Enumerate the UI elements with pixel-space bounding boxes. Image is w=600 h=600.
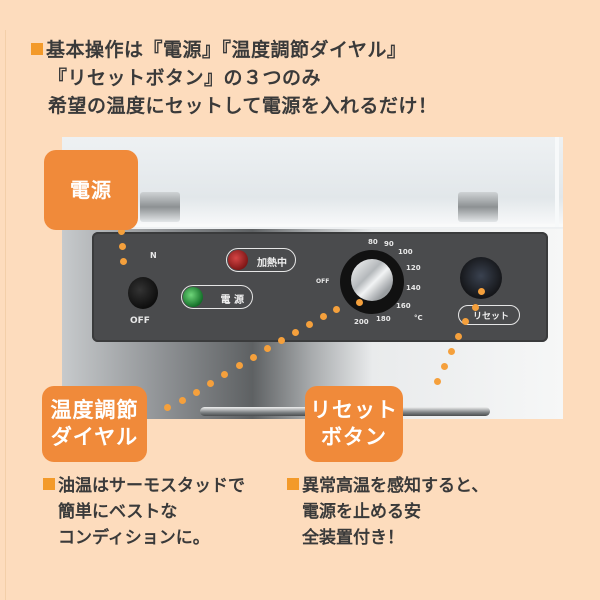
description-dial-line-1: 油温はサーモスタッドで bbox=[43, 473, 245, 499]
leader-dot bbox=[306, 321, 313, 328]
callout-dial-line-1: 温度調節 bbox=[50, 398, 139, 422]
leader-dot bbox=[448, 348, 455, 355]
callout-temperature-dial: 温度調節 ダイヤル bbox=[42, 386, 147, 462]
red-lamp-icon bbox=[228, 250, 248, 270]
leader-dot bbox=[472, 304, 479, 311]
leader-dot bbox=[441, 363, 448, 370]
leader-dot bbox=[455, 333, 462, 340]
temperature-dial[interactable] bbox=[340, 250, 404, 314]
headline-text: 基本操作は『電源』『温度調節ダイヤル』 『リセットボタン』の３つのみ 希望の温度… bbox=[31, 36, 437, 120]
headline-line-3: 希望の温度にセットして電源を入れるだけ！ bbox=[48, 95, 438, 117]
description-dial: 油温はサーモスタッドで 簡単にベストな コンディションに。 bbox=[43, 473, 245, 551]
power-lamp-indicator: 電 源 bbox=[181, 285, 253, 309]
headline-line-1: 基本操作は『電源』『温度調節ダイヤル』 bbox=[31, 36, 437, 64]
dial-scale-100: 100 bbox=[398, 248, 413, 256]
leader-dot bbox=[118, 228, 125, 235]
heating-lamp-indicator: 加熱中 bbox=[226, 248, 296, 272]
headline-line-2: 『リセットボタン』の３つのみ bbox=[48, 67, 322, 89]
lid-edge bbox=[555, 137, 559, 227]
dial-scale-200: 200 bbox=[354, 318, 369, 326]
dial-unit: °C bbox=[414, 314, 423, 322]
description-reset-line-3: 全装置付き！ bbox=[302, 528, 404, 548]
hinge-left bbox=[140, 192, 180, 222]
dial-scale-160: 160 bbox=[396, 302, 411, 310]
callout-dial-line-2: ダイヤル bbox=[50, 425, 139, 449]
leader-dot bbox=[356, 299, 363, 306]
leader-dot bbox=[320, 313, 327, 320]
leader-dot bbox=[434, 378, 441, 385]
control-panel: N OFF 加熱中 電 源 OFF 80 90 100 120 140 160 … bbox=[92, 232, 548, 342]
green-lamp-icon bbox=[183, 287, 203, 307]
leader-dot bbox=[250, 354, 257, 361]
description-reset-line-2: 電源を止める安 bbox=[302, 502, 421, 522]
leader-dot bbox=[478, 288, 485, 295]
description-dial-line-1-text: 油温はサーモスタッドで bbox=[58, 476, 245, 496]
hinge-right bbox=[458, 192, 498, 222]
switch-on-label: N bbox=[150, 251, 157, 260]
dial-scale-80: 80 bbox=[368, 238, 378, 246]
description-reset: 異常高温を感知すると、 電源を止める安 全装置付き！ bbox=[287, 473, 488, 551]
dial-off-label: OFF bbox=[316, 278, 330, 285]
dial-scale-140: 140 bbox=[406, 284, 421, 292]
bullet-square-icon bbox=[287, 478, 299, 490]
callout-power: 電源 bbox=[44, 150, 138, 230]
leader-dot bbox=[207, 380, 214, 387]
leader-dot bbox=[462, 318, 469, 325]
description-reset-line-1-text: 異常高温を感知すると、 bbox=[302, 476, 489, 496]
headline-line-1-text: 基本操作は『電源』『温度調節ダイヤル』 bbox=[46, 39, 407, 61]
reset-label-pill: リセット bbox=[458, 305, 520, 325]
callout-reset-button: リセット ボタン bbox=[305, 386, 403, 462]
dial-scale-120: 120 bbox=[406, 264, 421, 272]
leader-dot bbox=[264, 345, 271, 352]
leader-dot bbox=[179, 397, 186, 404]
leader-dot bbox=[278, 337, 285, 344]
frame-border-line bbox=[5, 30, 6, 600]
bullet-square-icon bbox=[43, 478, 55, 490]
callout-reset-line-2: ボタン bbox=[321, 425, 387, 449]
switch-off-label: OFF bbox=[130, 316, 150, 326]
dial-scale-90: 90 bbox=[384, 240, 394, 248]
fryer-control-panel-photo: N OFF 加熱中 電 源 OFF 80 90 100 120 140 160 … bbox=[62, 137, 563, 419]
power-toggle-switch[interactable] bbox=[128, 277, 158, 309]
leader-dot bbox=[119, 243, 126, 250]
power-lamp-label: 電 源 bbox=[220, 295, 244, 306]
dial-cap bbox=[351, 259, 393, 301]
callout-power-text: 電源 bbox=[70, 177, 112, 202]
reset-label: リセット bbox=[473, 312, 510, 322]
leader-dot bbox=[333, 306, 340, 313]
description-reset-line-1: 異常高温を感知すると、 bbox=[287, 473, 488, 499]
description-dial-line-3: コンディションに。 bbox=[58, 528, 210, 548]
leader-dot bbox=[120, 258, 127, 265]
leader-dot bbox=[164, 404, 171, 411]
leader-dot bbox=[193, 389, 200, 396]
heating-lamp-label: 加熱中 bbox=[257, 258, 287, 269]
leader-dot bbox=[236, 362, 243, 369]
leader-dot bbox=[292, 329, 299, 336]
leader-dot bbox=[221, 371, 228, 378]
callout-reset-line-1: リセット bbox=[310, 398, 398, 422]
bullet-square-icon bbox=[31, 43, 43, 55]
dial-scale-180: 180 bbox=[376, 315, 391, 323]
description-dial-line-2: 簡単にベストな bbox=[58, 502, 178, 522]
